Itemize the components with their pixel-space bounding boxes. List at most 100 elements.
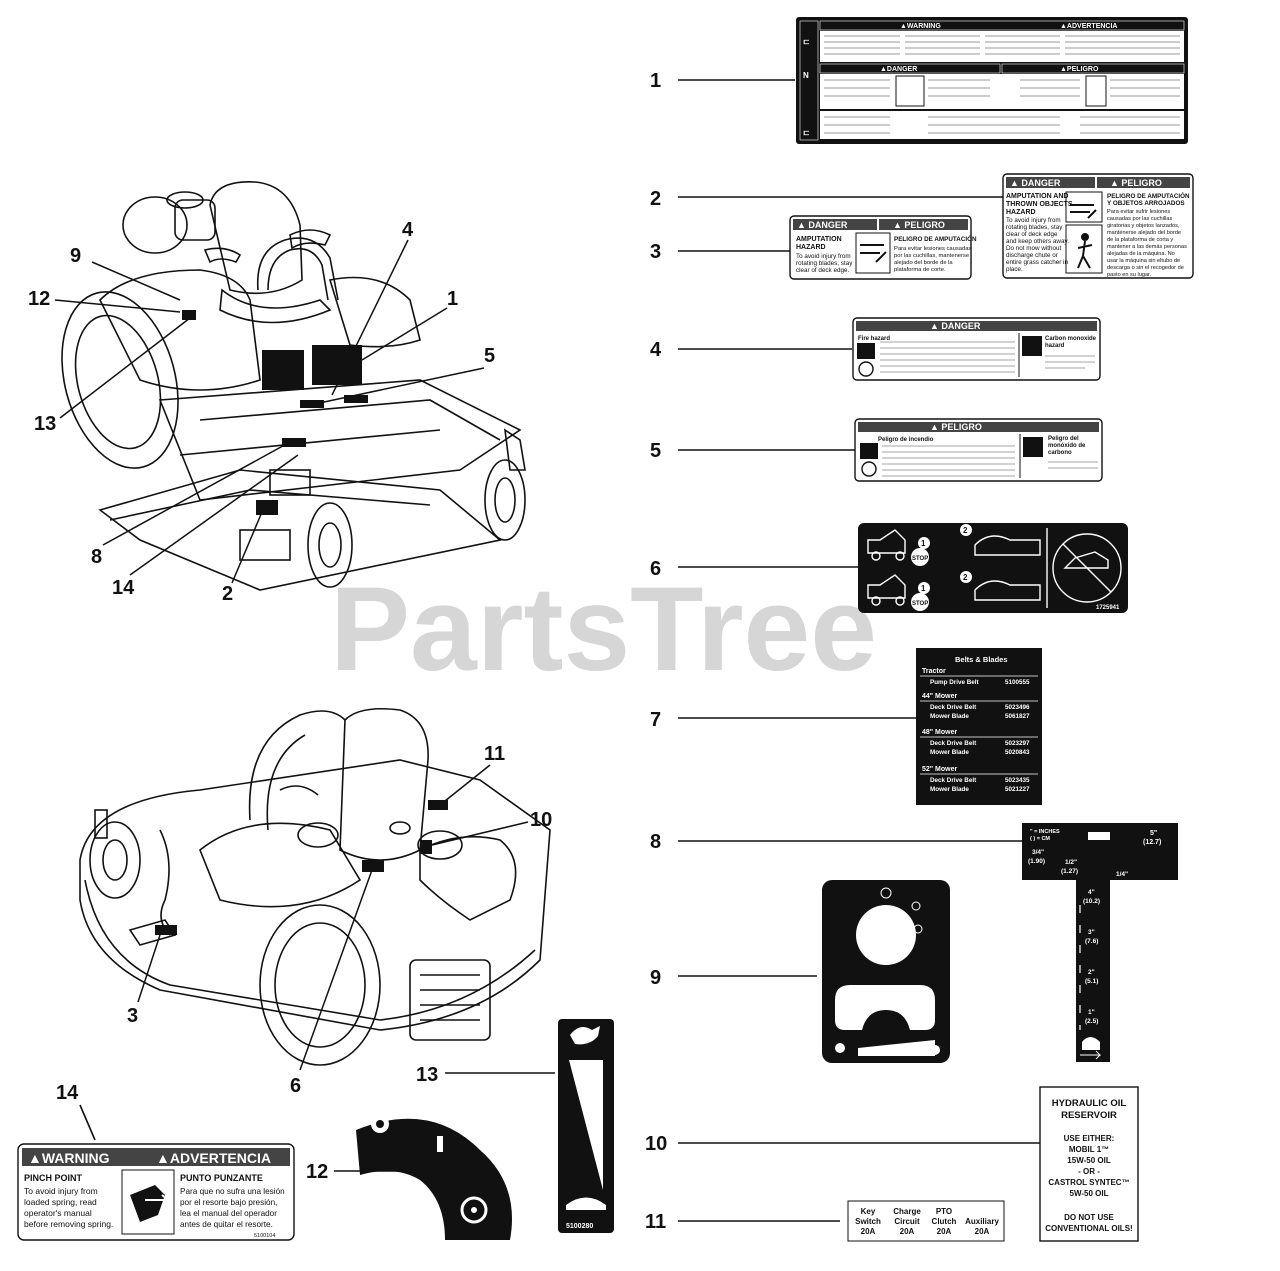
- svg-text:2": 2": [1088, 969, 1095, 976]
- svg-text:lea el manual del operador: lea el manual del operador: [180, 1209, 277, 1218]
- svg-text:Do not mow without: Do not mow without: [1006, 245, 1062, 252]
- svg-text:plataforma de corte.: plataforma de corte.: [894, 267, 946, 273]
- svg-text:3": 3": [1088, 929, 1095, 936]
- svg-text:1: 1: [447, 288, 458, 310]
- decal-patch-12: [182, 310, 196, 320]
- svg-text:Circuit: Circuit: [894, 1217, 920, 1226]
- svg-text:5100104: 5100104: [254, 1233, 275, 1239]
- svg-text:1: 1: [921, 539, 926, 548]
- decal-4-fire-co-danger: ▲ DANGER Fire hazard Carbon monoxide haz…: [852, 317, 1101, 381]
- svg-text:clear of deck edge.: clear of deck edge.: [796, 267, 849, 274]
- svg-text:13: 13: [34, 413, 56, 435]
- svg-text:monóxido de: monóxido de: [1048, 443, 1086, 449]
- svg-text:carbono: carbono: [1048, 450, 1072, 456]
- decal-patch-2: [256, 500, 278, 515]
- svg-text:5061827: 5061827: [1005, 713, 1030, 720]
- svg-text:▲ DANGER: ▲ DANGER: [930, 321, 981, 331]
- svg-text:descarga o sin el recogedor de: descarga o sin el recogedor de: [1107, 265, 1184, 271]
- svg-text:DO NOT USE: DO NOT USE: [1064, 1213, 1114, 1222]
- decal-11-fuse-label: Key Switch 20A Charge Circuit 20A PTO Cl…: [847, 1200, 1005, 1242]
- svg-text:20A: 20A: [937, 1227, 952, 1236]
- svg-text:(7.6): (7.6): [1085, 938, 1098, 945]
- svg-text:AMPUTATION: AMPUTATION: [796, 236, 842, 243]
- svg-text:STOP: STOP: [912, 556, 928, 562]
- svg-text:Pump Drive Belt: Pump Drive Belt: [930, 679, 980, 686]
- svg-text:5023297: 5023297: [1005, 740, 1030, 747]
- decal-7-belts-and-blades: Belts & Blades Tractor Pump Drive Belt 5…: [916, 648, 1042, 805]
- decal-12-ignition-arc: [356, 1115, 512, 1240]
- svg-text:1725941: 1725941: [1096, 605, 1120, 611]
- svg-text:5100280: 5100280: [566, 1223, 593, 1230]
- svg-text:6: 6: [650, 558, 661, 580]
- svg-text:15W-50 OIL: 15W-50 OIL: [1067, 1156, 1111, 1165]
- svg-text:48" Mower: 48" Mower: [922, 729, 957, 736]
- svg-text:▲ADVERTENCIA: ▲ADVERTENCIA: [1060, 23, 1118, 30]
- decal-patch-6: [362, 860, 384, 872]
- svg-text:Auxiliary: Auxiliary: [965, 1217, 999, 1226]
- svg-text:▲ DANGER: ▲ DANGER: [1010, 178, 1061, 188]
- svg-text:alejado del borde de la: alejado del borde de la: [894, 260, 953, 266]
- svg-text:To avoid injury from: To avoid injury from: [24, 1186, 98, 1196]
- svg-text:5W-50 OIL: 5W-50 OIL: [1070, 1189, 1109, 1198]
- svg-text:Fire hazard: Fire hazard: [858, 336, 890, 342]
- decal-6-operation-pictogram: 1 STOP 2 1 STOP 2 1725941: [858, 523, 1128, 613]
- svg-text:6: 6: [290, 1075, 301, 1097]
- svg-text:(2.5): (2.5): [1085, 1018, 1098, 1025]
- svg-text:Tractor: Tractor: [922, 668, 946, 675]
- svg-text:Mower Blade: Mower Blade: [930, 713, 969, 720]
- svg-text:pasto en su lugar.: pasto en su lugar.: [1107, 272, 1152, 278]
- svg-text:▲DANGER: ▲DANGER: [880, 66, 917, 73]
- watermark: PartsTree: [330, 562, 877, 696]
- svg-text:rotating blades, stay: rotating blades, stay: [1006, 224, 1063, 231]
- decal-patch-3: [155, 925, 177, 935]
- decal-10-hydraulic-oil-reservoir: HYDRAULIC OIL RESERVOIR USE EITHER: MOBI…: [1039, 1086, 1139, 1242]
- decal-patch-4: [344, 395, 368, 403]
- svg-text:▲ PELIGRO: ▲ PELIGRO: [930, 422, 982, 432]
- svg-text:hazard: hazard: [1045, 343, 1065, 349]
- svg-text:USE EITHER:: USE EITHER:: [1064, 1134, 1115, 1143]
- svg-text:Belts & Blades: Belts & Blades: [955, 655, 1008, 664]
- svg-text:5023496: 5023496: [1005, 704, 1030, 711]
- svg-text:To avoid injury from: To avoid injury from: [1006, 217, 1061, 224]
- svg-text:▲ DANGER: ▲ DANGER: [797, 220, 848, 230]
- svg-text:Peligro de incendio: Peligro de incendio: [878, 437, 934, 443]
- svg-text:▲WARNING: ▲WARNING: [900, 23, 941, 30]
- svg-text:9: 9: [70, 245, 81, 267]
- svg-text:10: 10: [530, 809, 552, 831]
- svg-text:PUNTO PUNZANTE: PUNTO PUNZANTE: [180, 1173, 263, 1183]
- svg-text:HAZARD: HAZARD: [1006, 209, 1036, 216]
- svg-text:12: 12: [28, 288, 50, 310]
- svg-text:3: 3: [650, 241, 661, 263]
- svg-text:5: 5: [650, 440, 661, 462]
- decal-14-pinch-point: ▲WARNING ▲ADVERTENCIA PINCH POINT To avo…: [17, 1143, 295, 1241]
- svg-text:- OR -: - OR -: [1078, 1167, 1100, 1176]
- svg-text:(1.27): (1.27): [1061, 868, 1078, 875]
- svg-text:▲ PELIGRO: ▲ PELIGRO: [1110, 178, 1162, 188]
- svg-text:rotating blades, stay: rotating blades, stay: [796, 260, 853, 267]
- svg-text:por el resorte bajo presión,: por el resorte bajo presión,: [180, 1198, 277, 1207]
- svg-text:clear of deck edge: clear of deck edge: [1006, 231, 1058, 238]
- decal-patch-8: [282, 438, 306, 447]
- svg-text:▲ADVERTENCIA: ▲ADVERTENCIA: [156, 1150, 271, 1166]
- svg-text:4: 4: [402, 219, 414, 241]
- decal-5-fire-co-peligro: ▲ PELIGRO Peligro de incendio Peligro de…: [854, 418, 1103, 482]
- svg-text:causadas por las cuchillas: causadas por las cuchillas: [1107, 216, 1172, 222]
- svg-text:⊏: ⊏: [803, 37, 810, 46]
- svg-text:14: 14: [56, 1082, 79, 1104]
- svg-text:de la plataforma de corta y: de la plataforma de corta y: [1107, 237, 1173, 243]
- svg-text:PINCH POINT: PINCH POINT: [24, 1173, 83, 1183]
- svg-text:1/4": 1/4": [1116, 871, 1128, 878]
- svg-text:52" Mower: 52" Mower: [922, 766, 957, 773]
- svg-text:Switch: Switch: [855, 1217, 881, 1226]
- svg-text:discharge chute or: discharge chute or: [1006, 252, 1058, 259]
- mower-illustration-rear: [79, 707, 551, 1066]
- svg-text:Y OBJETOS ARROJADOS: Y OBJETOS ARROJADOS: [1107, 200, 1185, 207]
- svg-text:AMPUTATION AND: AMPUTATION AND: [1006, 193, 1068, 200]
- decal-patch-11: [428, 800, 448, 810]
- svg-text:13: 13: [416, 1064, 438, 1086]
- svg-text:10: 10: [645, 1133, 667, 1155]
- svg-text:CONVENTIONAL OILS!: CONVENTIONAL OILS!: [1045, 1224, 1132, 1233]
- svg-text:Para evitar lesiones causadas: Para evitar lesiones causadas: [894, 246, 971, 252]
- svg-text:5: 5: [484, 345, 495, 367]
